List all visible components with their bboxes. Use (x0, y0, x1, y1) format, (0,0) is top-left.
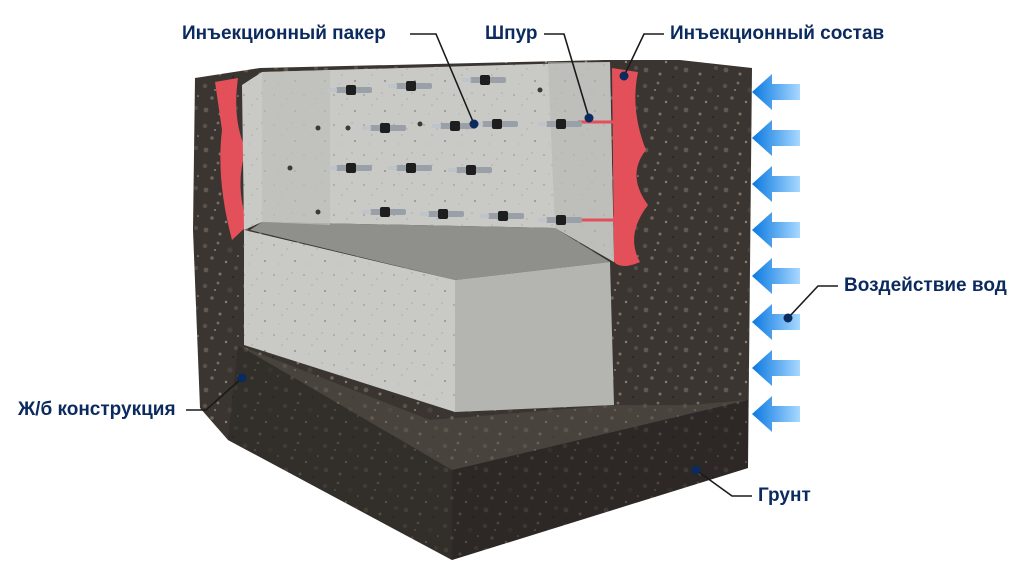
label-water-impact: Воздействие вод (844, 275, 1007, 296)
leader-soil (695, 469, 752, 497)
borehole-lines (578, 120, 620, 222)
arrow-left-icon (752, 350, 800, 386)
leader-lines (186, 33, 838, 497)
packer-grid (287, 75, 582, 225)
arrow-left-icon (752, 304, 800, 340)
label-injection-compound: Инъекционный состав (670, 23, 885, 44)
label-injection-packer: Инъекционный пакер (182, 23, 386, 44)
arrow-left-icon (752, 258, 800, 294)
leader-packer (410, 33, 475, 125)
leader-structure (186, 377, 243, 411)
label-borehole: Шпур (485, 23, 538, 44)
arrow-left-icon (752, 166, 800, 202)
arrow-left-icon (752, 74, 800, 110)
label-soil: Грунт (758, 485, 811, 506)
reinforced-concrete-structure (242, 62, 614, 412)
arrow-left-icon (752, 120, 800, 156)
leader-water (787, 285, 838, 319)
arrow-left-icon (752, 212, 800, 248)
leader-borehole (544, 33, 590, 119)
leader-dots (237, 71, 793, 475)
injection-compound-right (612, 68, 648, 266)
label-rc-structure: Ж/б конструкция (18, 399, 176, 420)
injection-compound-left (215, 78, 248, 240)
leader-compound (623, 33, 664, 77)
arrow-left-icon (752, 396, 800, 432)
water-arrows (752, 74, 800, 432)
